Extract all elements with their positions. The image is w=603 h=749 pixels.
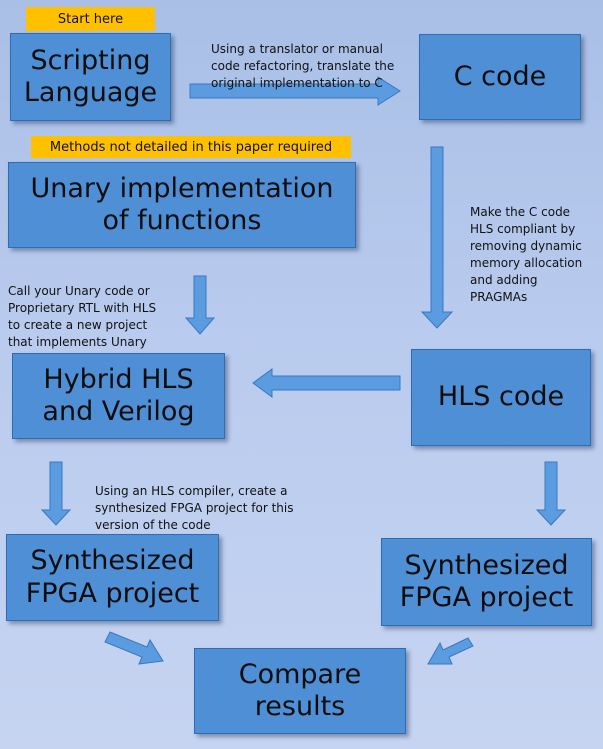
arrow-hls-to-synth-right [535,461,567,526]
arrow-hls-to-hybrid [252,368,401,398]
synthesized-fpga-left-box: Synthesized FPGA project [6,534,219,621]
scripting-language-box: Scripting Language [10,33,171,121]
arrow-scripting-to-c [189,76,401,106]
arrow-synth-right-to-compare [427,637,474,665]
arrow-synth-left-to-compare [104,631,164,665]
methods-required-tag: Methods not detailed in this paper requi… [31,136,351,158]
hls-code-box: HLS code [411,349,591,446]
call-unary-note: Call your Unary code or Proprietary RTL … [8,284,157,349]
start-here-tag: Start here [26,7,155,31]
arrow-unary-to-hybrid [184,275,216,335]
hls-compiler-note: Using an HLS compiler, create a synthesi… [95,484,294,532]
compare-results-box: Compare results [194,648,406,734]
arrow-c-to-hls [420,146,454,329]
unary-implementation-box: Unary implementation of functions [8,162,356,248]
translate-note: Using a translator or manual code refact… [211,42,395,90]
synthesized-fpga-right-box: Synthesized FPGA project [381,538,592,626]
c-code-box: C code [419,34,581,120]
hls-compliant-note: Make the C code HLS compliant by removin… [470,205,583,304]
arrow-hybrid-to-synth-left [40,461,72,526]
hybrid-hls-verilog-box: Hybrid HLS and Verilog [12,353,225,439]
